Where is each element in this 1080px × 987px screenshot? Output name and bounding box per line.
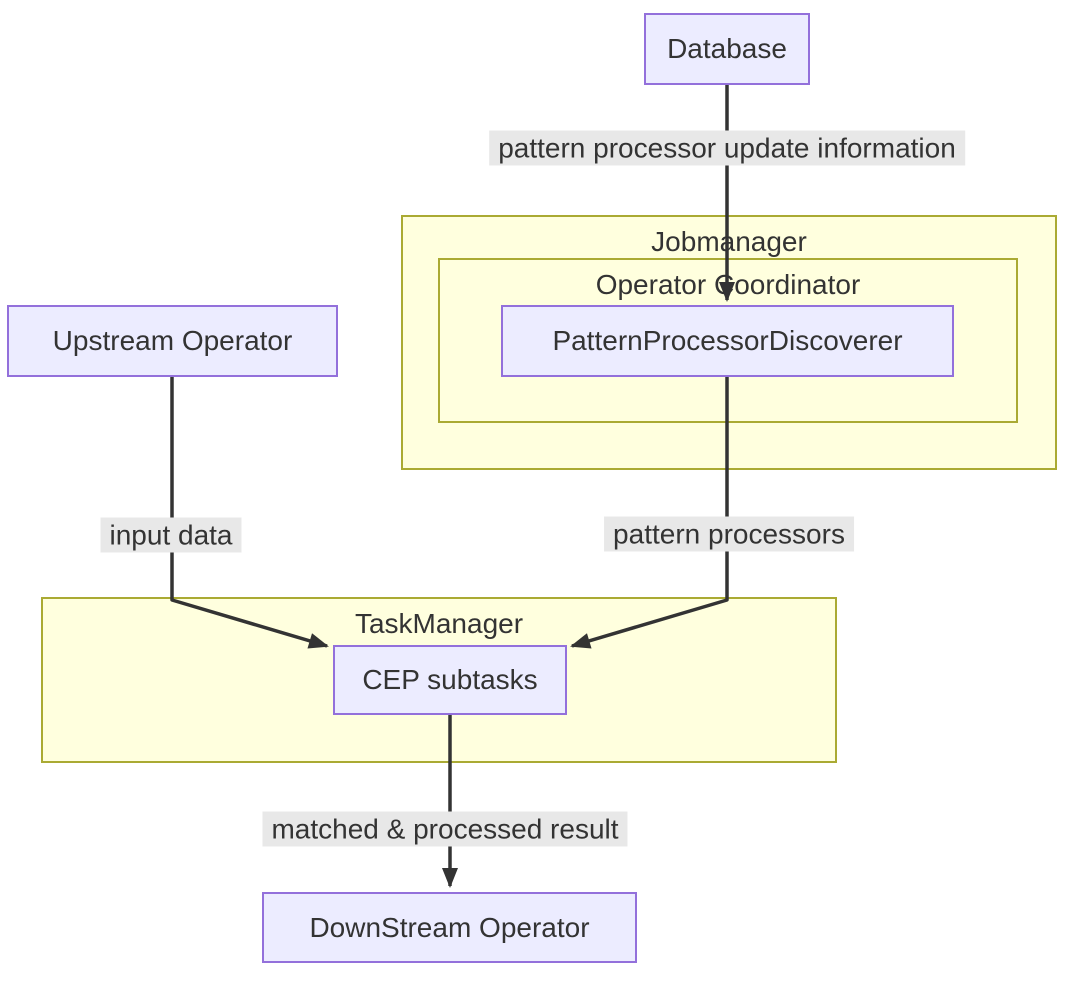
- node-cep-subtasks: CEP subtasks: [333, 645, 567, 715]
- node-downstream-operator-label: DownStream Operator: [309, 911, 590, 943]
- edge-label-matched-processed-result: matched & processed result: [262, 811, 628, 847]
- edge-label-pattern-processor-update-information: pattern processor update information: [489, 130, 965, 166]
- cluster-operator-coordinator-label: Operator Coordinator: [595, 269, 861, 300]
- node-database-label: Database: [667, 33, 787, 64]
- node-upstream-operator-label: Upstream Operator: [52, 325, 293, 356]
- node-database: Database: [644, 13, 810, 85]
- cluster-jobmanager-label: Jobmanager: [651, 226, 807, 257]
- node-upstream-operator: Upstream Operator: [7, 305, 338, 377]
- node-patternprocessordiscoverer: PatternProcessorDiscoverer: [501, 305, 954, 377]
- node-cep-subtasks-label: CEP subtasks: [362, 664, 538, 695]
- node-patternprocessordiscoverer-label: PatternProcessorDiscoverer: [552, 325, 903, 356]
- node-downstream-operator: DownStream Operator: [262, 892, 637, 963]
- edge-label-pattern-processors: pattern processors: [604, 516, 854, 552]
- edge-label-input-data: input data: [100, 517, 242, 553]
- cluster-taskmanager-label: TaskManager: [354, 608, 524, 639]
